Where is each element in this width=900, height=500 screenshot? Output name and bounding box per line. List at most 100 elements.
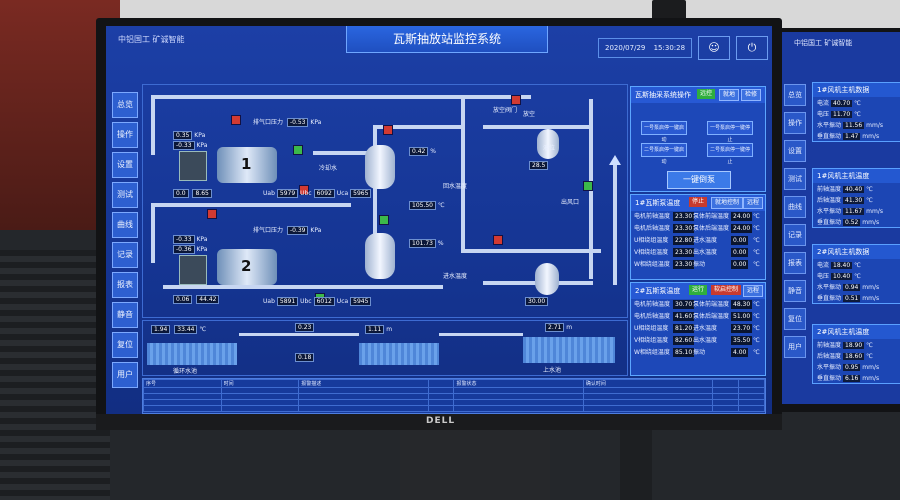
pump2-stop-button[interactable]: 二号泵启停一键停止 (707, 143, 753, 165)
scada-screen: 中铝国工 矿诚智能 瓦斯抽放站监控系统 2020/07/29 15:30:28 … (106, 26, 772, 414)
valve-indicator[interactable] (293, 145, 303, 155)
nav-item-curve[interactable]: 曲线 (112, 212, 138, 238)
water-circuit-diagram: 1.94 33.44 ℃ 0.23 0.18 1.11 m 2.71 m 循环水… (142, 320, 628, 376)
pump-2[interactable] (217, 249, 277, 285)
user-button[interactable]: ☺ (698, 36, 730, 60)
column-header: 报警描述 (298, 379, 429, 388)
label-return-temp: 回水温度 (443, 183, 468, 190)
monitor-bezel: DELL (96, 414, 782, 430)
page-title: 瓦斯抽放站监控系统 (346, 26, 548, 53)
secondary-nav-item[interactable]: 操作 (784, 112, 806, 134)
secondary-nav-item[interactable]: 复位 (784, 308, 806, 330)
panel-title: 2#风机主机温度 (813, 325, 900, 339)
switch-pump-button[interactable]: 一键倒泵 (667, 171, 731, 189)
pipe (151, 203, 155, 263)
label-pool: 循环水池 (173, 368, 198, 375)
nav-item-reports[interactable]: 报表 (112, 272, 138, 298)
nav-item-records[interactable]: 记录 (112, 242, 138, 268)
secondary-monitor: 中铝国工 矿诚智能 总览 操作 设置 测试 曲线 记录 报表 静音 复位 用户 … (772, 28, 900, 412)
mode-local-tag[interactable]: 就地 (719, 89, 740, 101)
panel-title: 2#风机主机数据 (813, 245, 900, 259)
reading-tank-bottom: 30.00 (523, 297, 549, 306)
pipe (461, 99, 465, 249)
pump1-stop-button[interactable]: 一号泵启停一键停止 (707, 121, 753, 143)
valve-indicator[interactable] (231, 115, 241, 125)
valve-indicator[interactable] (493, 235, 503, 245)
secondary-nav-item[interactable]: 用户 (784, 336, 806, 358)
column-header (738, 379, 765, 388)
nav-item-test[interactable]: 测试 (112, 182, 138, 208)
panel-title: 瓦斯抽采系统操作 (635, 91, 691, 99)
pipe (163, 285, 443, 289)
secondary-nav-item[interactable]: 总览 (784, 84, 806, 106)
motor-1 (179, 151, 207, 181)
nav-item-overview[interactable]: 总览 (112, 92, 138, 118)
secondary-nav-item[interactable]: 报表 (784, 252, 806, 274)
column-header (427, 379, 455, 388)
secondary-nav-item[interactable]: 静音 (784, 280, 806, 302)
table-row[interactable] (143, 405, 765, 412)
nav-item-reset[interactable]: 复位 (112, 332, 138, 358)
valve-indicator[interactable] (511, 95, 521, 105)
secondary-nav-item[interactable]: 曲线 (784, 196, 806, 218)
mode-maintenance-tag[interactable]: 检修 (741, 89, 762, 101)
pump2-start-button[interactable]: 二号泵启停一键启动 (641, 143, 687, 165)
pipe (151, 95, 155, 155)
nav-item-operate[interactable]: 操作 (112, 122, 138, 148)
company-logo: 中铝国工 矿诚智能 (118, 35, 185, 44)
time-text: 15:30:28 (653, 44, 686, 52)
reading-separator-temp: 101.73 % (407, 239, 444, 248)
pipe (373, 125, 461, 129)
valve-indicator[interactable] (379, 215, 389, 225)
pipe (239, 333, 359, 336)
pipe (461, 249, 601, 253)
nav-item-user[interactable]: 用户 (112, 362, 138, 388)
reading-separator-flow: 105.50 ℃ (407, 201, 445, 210)
remote-tag: 远程 (743, 197, 764, 209)
secondary-nav-item[interactable]: 记录 (784, 224, 806, 246)
pipe (151, 203, 351, 207)
main-monitor: DELL 中铝国工 矿诚智能 瓦斯抽放站监控系统 2020/07/29 15:3… (96, 18, 782, 430)
power-button[interactable]: ⏻ (736, 36, 768, 60)
nav-item-settings[interactable]: 设置 (112, 152, 138, 178)
secondary-nav-item[interactable]: 测试 (784, 168, 806, 190)
secondary-nav-item[interactable]: 设置 (784, 140, 806, 162)
mode-remote-tag[interactable]: 远控 (697, 89, 716, 99)
label-discharge: 放空 (523, 111, 536, 118)
status-tag: 运行 (689, 285, 708, 295)
power-icon: ⏻ (747, 41, 757, 54)
valve-indicator[interactable] (583, 181, 593, 191)
valve-indicator[interactable] (299, 185, 309, 195)
date-text: 2020/07/29 (605, 44, 646, 52)
column-header: 时间 (220, 379, 300, 388)
datetime-display: 2020/07/29 15:30:28 (598, 38, 692, 58)
pump-1[interactable] (217, 147, 277, 183)
valve-indicator[interactable] (207, 209, 217, 219)
label-level: 液位 (543, 145, 556, 152)
pool-left (147, 343, 237, 365)
reading-inlet-flow-1: 0.35 KPa (171, 131, 205, 140)
sidebar-nav: 总览 操作 设置 测试 曲线 记录 报表 静音 复位 用户 (112, 92, 138, 392)
dell-logo: DELL (426, 416, 456, 426)
valve-indicator[interactable] (383, 125, 393, 135)
nav-item-mute[interactable]: 静音 (112, 302, 138, 328)
pump1-start-button[interactable]: 一号泵启停一键启动 (641, 121, 687, 143)
